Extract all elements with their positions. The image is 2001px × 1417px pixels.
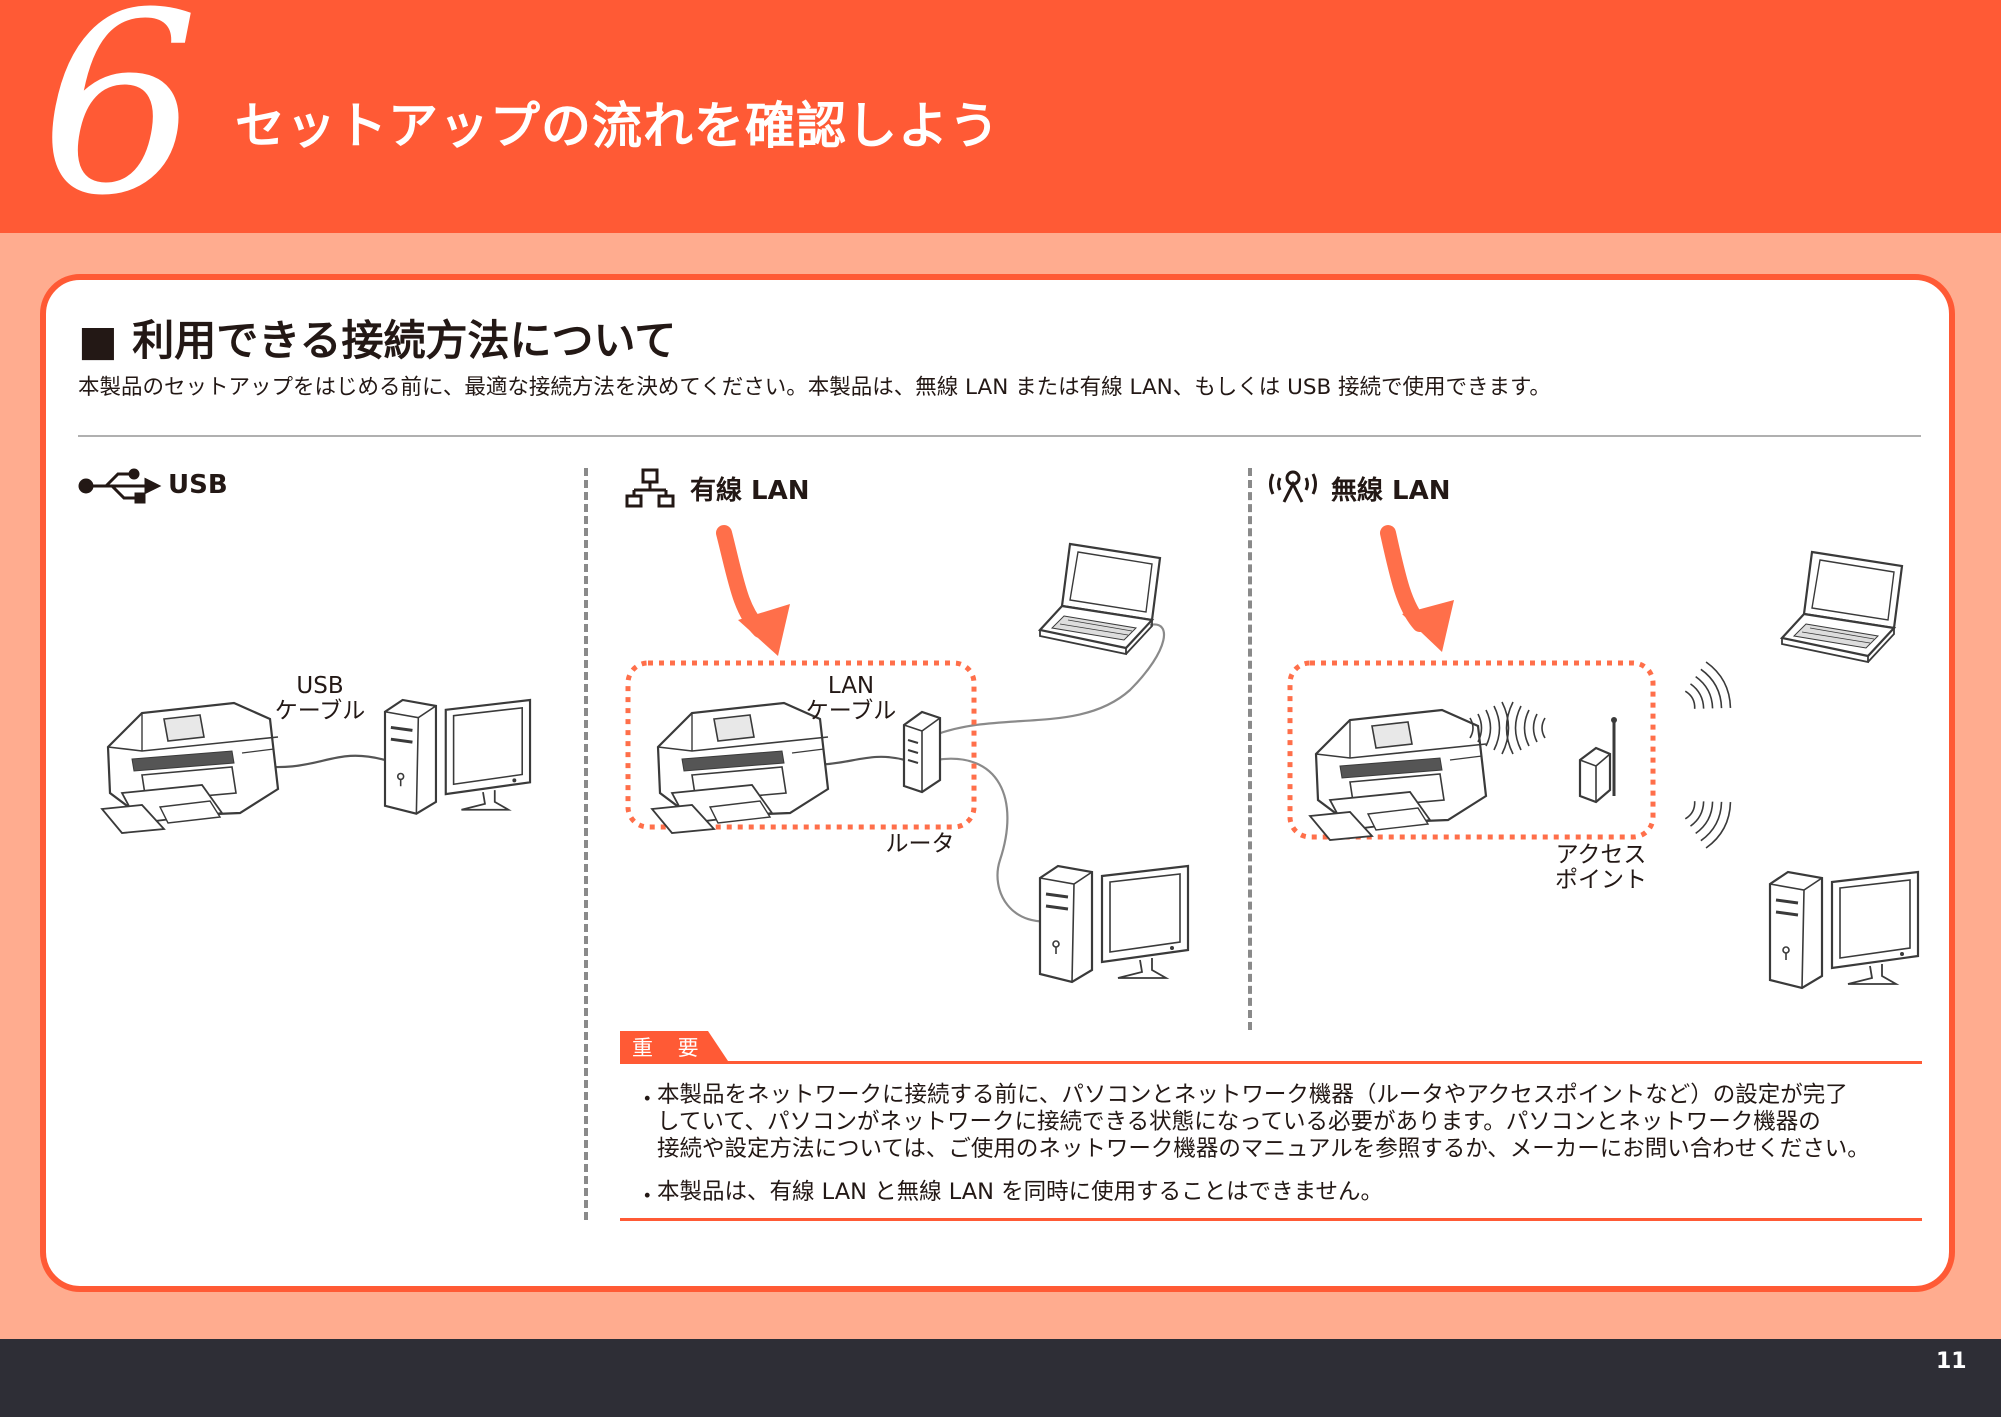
desktop-pc-icon: [1038, 864, 1190, 984]
lan-cable: [934, 757, 1061, 923]
label-line: ポイント: [1555, 866, 1647, 893]
wired-lan-icon: [625, 468, 675, 508]
lan-cable-label: LAN ケーブル: [801, 674, 901, 724]
laptop-icon: [1780, 550, 1904, 664]
note-line: 接続や設定方法については、ご使用のネットワーク機器のマニュアルを参照するか、メー…: [657, 1136, 1870, 1162]
usb-icon: [78, 468, 162, 504]
wireless-lan-icon: [1269, 470, 1317, 503]
arrow-icon: [1402, 600, 1454, 652]
column-divider: [584, 468, 588, 1220]
important-rule-bottom: [620, 1218, 1922, 1221]
important-rule-top: [620, 1061, 1922, 1064]
arrow-icon: [738, 604, 790, 656]
label-line: LAN: [827, 673, 875, 699]
wireless-waves-icon: [1676, 658, 1737, 724]
desktop-pc-icon: [1768, 870, 1920, 990]
page-number: 11: [1936, 1349, 1967, 1374]
laptop-icon: [1038, 542, 1162, 656]
step-number: 6: [40, 0, 199, 250]
wireless-waves-icon: [1676, 786, 1737, 852]
access-point-icon: [1578, 717, 1617, 804]
important-note-1: 本製品をネットワークに接続する前に、パソコンとネットワーク機器（ルータやアクセス…: [657, 1082, 1870, 1163]
label-line: ケーブル: [805, 697, 897, 724]
label-line: USB: [296, 673, 344, 699]
note-line: 本製品は、有線 LAN と無線 LAN を同時に使用することはできません。: [657, 1179, 1383, 1205]
page-title: セットアップの流れを確認しよう: [235, 97, 1000, 155]
desktop-pc-icon: [383, 698, 532, 816]
wired-lan-title: 有線 LAN: [690, 476, 810, 506]
column-divider: [1248, 468, 1252, 1030]
usb-cable-label: USB ケーブル: [270, 674, 370, 724]
note-line: していて、パソコンがネットワークに接続できる状態になっている必要があります。パソ…: [657, 1109, 1821, 1135]
bullet: ・: [636, 1087, 659, 1113]
highlight-box: [1287, 660, 1656, 840]
wireless-waves-icon: [1505, 701, 1546, 755]
label-line: アクセス: [1555, 842, 1647, 868]
usb-title: USB: [168, 470, 228, 500]
bullet: ・: [636, 1184, 659, 1210]
highlight-box: [625, 660, 977, 830]
footer-band: [0, 1339, 2001, 1417]
printer-icon: [100, 701, 280, 835]
printer-icon: [1308, 708, 1488, 842]
wireless-lan-title: 無線 LAN: [1331, 476, 1451, 506]
lan-cable: [934, 623, 1165, 737]
section-title: ■ 利用できる接続方法について: [78, 316, 677, 365]
important-note-2: 本製品は、有線 LAN と無線 LAN を同時に使用することはできません。: [657, 1179, 1383, 1206]
header-band: [0, 0, 2001, 233]
intro-text: 本製品のセットアップをはじめる前に、最適な接続方法を決めてください。本製品は、無…: [78, 375, 1551, 400]
router-icon: [902, 710, 942, 794]
important-label: 重 要: [632, 1036, 708, 1060]
content-card: [40, 274, 1955, 1292]
router-label: ルータ: [885, 831, 955, 857]
note-line: 本製品をネットワークに接続する前に、パソコンとネットワーク機器（ルータやアクセス…: [657, 1082, 1848, 1108]
arrow-icon: [1380, 525, 1428, 632]
access-point-label: アクセス ポイント: [1546, 843, 1656, 893]
label-line: ケーブル: [274, 697, 366, 724]
divider: [78, 435, 1921, 437]
